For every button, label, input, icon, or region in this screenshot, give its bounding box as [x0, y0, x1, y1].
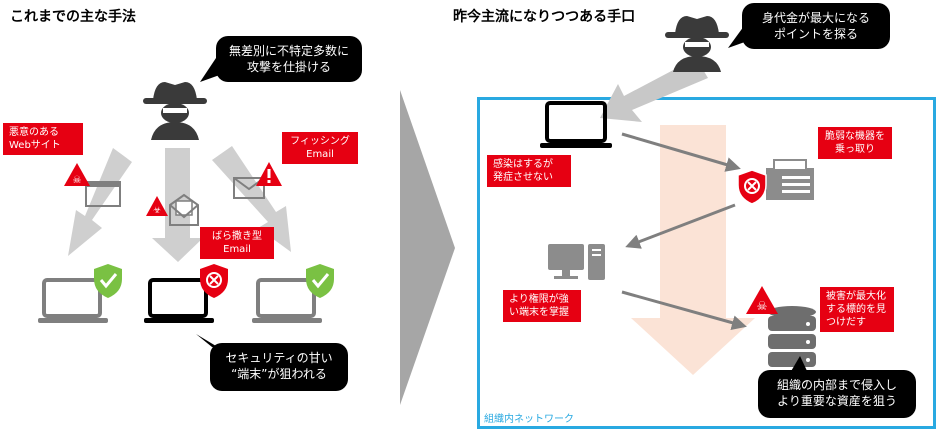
laptop-icon: [144, 278, 214, 323]
warning-icon: [256, 162, 282, 186]
svg-text:☠: ☠: [73, 175, 82, 186]
move-arrow-3: [621, 290, 747, 331]
intrusion-arrow: [600, 58, 708, 122]
shield-x-icon: [737, 169, 767, 205]
browser-icon: [85, 181, 121, 207]
warning-icon: ☠: [64, 163, 90, 186]
right-panel-title: 昨今主流になりつつある手口: [453, 9, 636, 25]
attacker-speech-bubble: 無差別に不特定多数に 攻撃を仕掛ける: [216, 36, 362, 82]
email-icon: [169, 193, 199, 226]
laptop-icon: [540, 101, 612, 148]
shield-check-icon: [306, 264, 334, 298]
svg-text:☠: ☠: [757, 299, 768, 313]
desktop-pc-icon: [548, 244, 605, 280]
target-discovery-label: 被害が最大化 する標的を見 つけだす: [820, 287, 894, 332]
left-panel-title: これまでの主な手法: [10, 9, 136, 25]
move-arrow-1: [621, 132, 741, 172]
warning-icon: ☠: [746, 286, 778, 314]
privileged-device-label: より権限が強 い端末を掌握: [503, 290, 581, 322]
laptop-icon: [252, 278, 322, 323]
hijack-device-label: 脆弱な機器を 乗っ取り: [818, 127, 892, 159]
phishing-email-label: フィッシング Email: [282, 132, 358, 164]
ransom-speech-bubble: 身代金が最大になる ポイントを探る: [742, 3, 890, 49]
transition-chevron: [400, 90, 455, 405]
shield-check-icon: [94, 264, 122, 298]
network-label: 組織内ネットワーク: [484, 414, 574, 425]
laptop-icon: [38, 278, 108, 323]
hacker-icon: [143, 82, 207, 140]
shield-x-icon: [200, 264, 228, 298]
move-arrow-2: [625, 203, 736, 249]
spam-email-label: ばら撒き型 Email: [200, 227, 274, 259]
svg-text:☣: ☣: [153, 206, 161, 216]
printer-icon: [766, 159, 814, 200]
organization-network-box: [477, 97, 936, 429]
victim-speech-bubble: セキュリティの甘い “端末”が狙われる: [210, 343, 348, 391]
goal-speech-bubble: 組織の内部まで侵入し より重要な資産を狙う: [758, 370, 916, 418]
infection-undetected-label: 感染はするが 発症させない: [487, 155, 571, 187]
malicious-website-label: 悪意のある Webサイト: [3, 123, 83, 155]
biohazard-icon: ☣: [146, 196, 168, 216]
hacker-icon: [665, 16, 729, 72]
database-icon: [768, 306, 816, 367]
attack-arrow-left: [68, 148, 132, 256]
